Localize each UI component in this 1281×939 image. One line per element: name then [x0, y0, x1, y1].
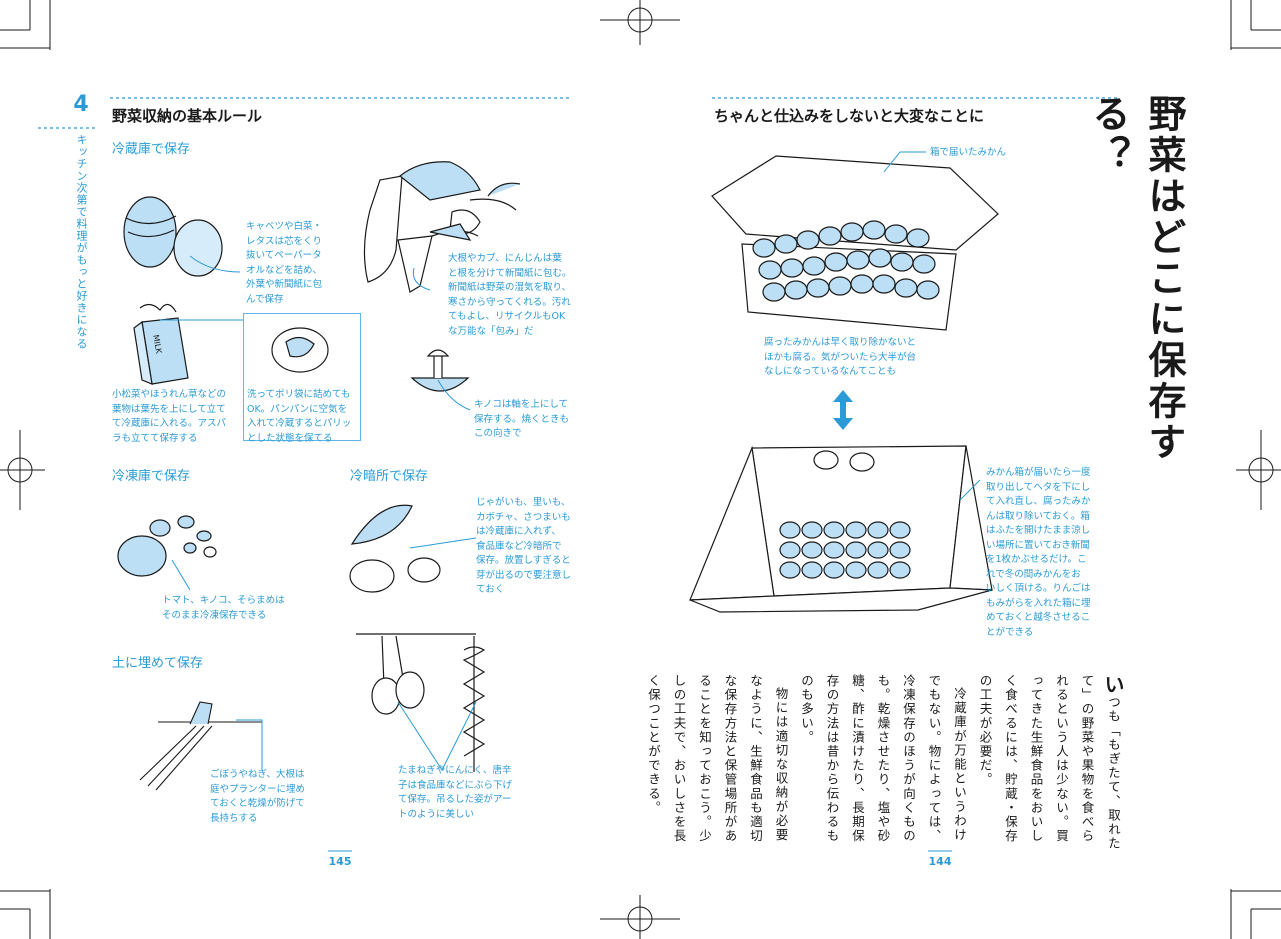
page-number-right: 144: [928, 855, 952, 868]
daikon-illustration: [363, 161, 521, 293]
chapter-title: キッチン次第で料理がもっと好きになる: [75, 134, 88, 350]
note-cabbage: キャベツや白菜・ レタスは芯をくり 抜いてペーパータ オルなどを詰め、 外葉や新…: [246, 221, 323, 305]
potato-illustration: [349, 504, 441, 593]
note-rot: 腐ったみかんは早く取り除かないと ほかも腐る。気がついたら大半が台 なしになって…: [764, 337, 917, 377]
cabbage-illustration: [123, 196, 223, 277]
mandarin-box-bottom: [689, 445, 993, 613]
note-freezer: トマト、キノコ、そらまめは そのまま冷凍保存できる: [162, 595, 285, 621]
note-cool-dark: じゃがいも、里いも、 カボチャ、さつまいも は冷蔵庫に入れず、 食品庫など冷暗所…: [476, 497, 572, 595]
left-heading: 野菜収納の基本ルール: [112, 107, 263, 125]
burdock-illustration: [139, 701, 262, 791]
bury-title: 土に埋めて保存: [112, 656, 204, 671]
note-daikon: 大根やカブ、にんじんは葉 と根を分けて新聞紙に包む。 新聞紙は野菜の湿気を取り、…: [448, 253, 572, 337]
page-number-left: 145: [328, 855, 352, 868]
note-box: みかん箱が届いたら一度 取り出してヘタを下にし て入れ直し、腐ったみか んは取り…: [986, 467, 1091, 638]
dashed-rules: [38, 97, 1118, 129]
note-mushroom: キノコは軸を上にして 保存する。焼くときも この向きで: [474, 399, 570, 439]
body-paragraph-2: 冷蔵庫が万能というわけでもない。物によっては、冷凍保存のほうが向くものも。乾燥さ…: [799, 674, 967, 844]
leader-lines-left: [160, 255, 477, 772]
right-heading: ちゃんと仕込みをしないと大変なことに: [714, 107, 985, 125]
note-greens: 小松菜やほうれん草などの 葉物は葉先を上にして立て て冷蔵庫に入れる。アスパ ラ…: [112, 389, 227, 444]
page-title-vertical: 野菜はどこに保存する？: [1086, 94, 1186, 463]
bag-illustration: [271, 327, 329, 373]
mandarin-box-top: [711, 155, 999, 331]
body-drop-char: い: [1101, 674, 1125, 696]
freezer-title: 冷凍庫で保存: [112, 469, 191, 484]
tomato-illustration: [117, 515, 217, 577]
note-bag: 洗ってポリ袋に詰めても OK。パンパンに空気を 入れて冷蔵するとパリッ とした状…: [247, 389, 352, 444]
milk-carton-illustration: [133, 303, 189, 385]
leader-lines-right: [883, 151, 981, 501]
hanging-illustration: [356, 633, 486, 772]
boxed-note-frame: [243, 313, 361, 441]
note-hanging: たまねぎやにんにく、唐辛 子は食品庫などにぶら下げ て保存。吊るした姿がアー ト…: [398, 765, 513, 820]
body-text: いつも「もぎたて、取れたて」の野菜や果物を食べられるという人は少ない。買ってきた…: [646, 674, 1126, 852]
note-bury: ごぼうやねぎ、大根は 庭やプランターに埋め ておくと乾燥が防げて 長持ちする: [210, 769, 306, 824]
chapter-number: 4: [73, 92, 89, 117]
fridge-title: 冷蔵庫で保存: [112, 142, 191, 157]
body-paragraph-3: 物には適切な収納が必要なように、生鮮食品も適切な保存方法と保管場所があることを知…: [646, 674, 789, 844]
body-paragraph-1-text: つも「もぎたて、取れたて」の野菜や果物を食べられるという人は少ない。買ってきた生…: [977, 674, 1122, 851]
up-down-arrow-icon: [833, 390, 853, 430]
body-paragraph-1: いつも「もぎたて、取れたて」の野菜や果物を食べられるという人は少ない。買ってきた…: [972, 674, 1126, 852]
cool-dark-title: 冷暗所で保存: [350, 469, 429, 484]
label-box: 箱で届いたみかん: [930, 147, 1007, 158]
mushroom-illustration: [410, 349, 470, 392]
